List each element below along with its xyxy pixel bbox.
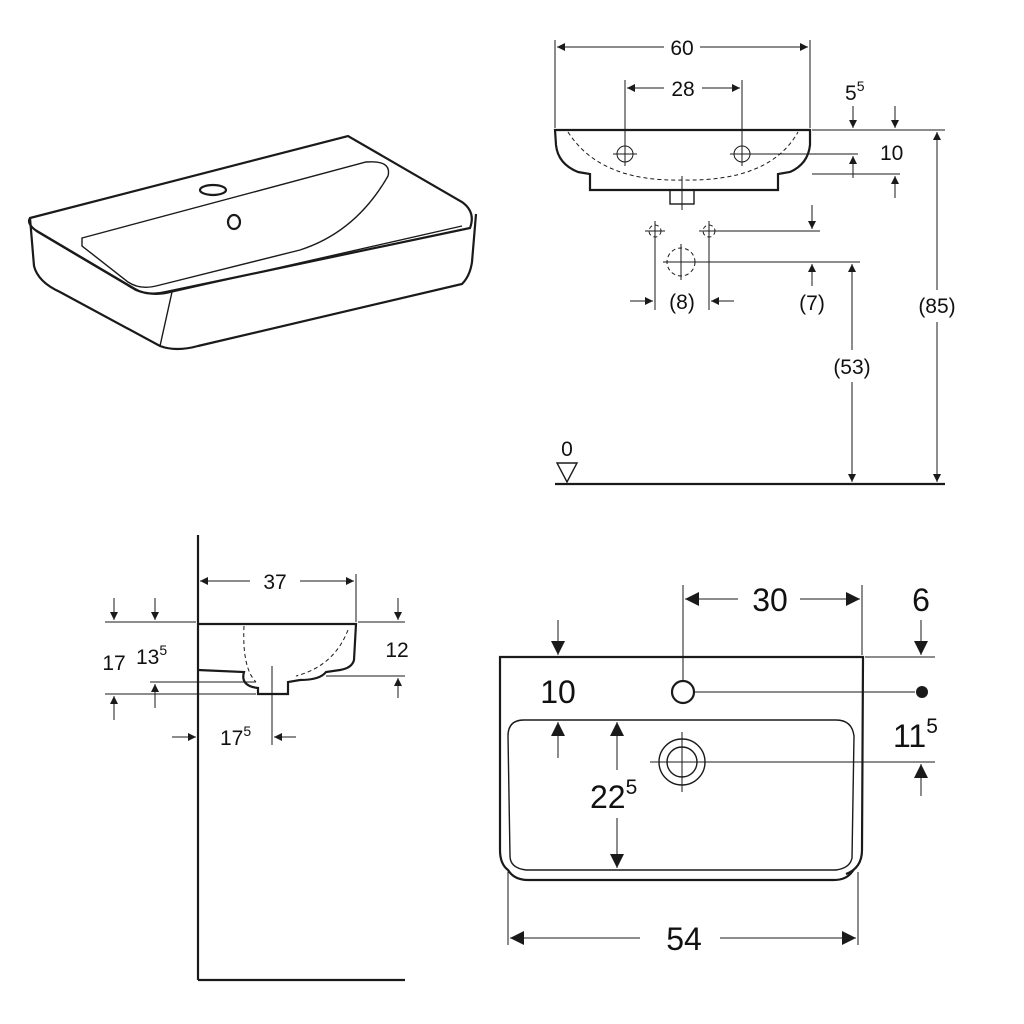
tap-left-icon — [613, 142, 637, 166]
tap-position-left-icon — [645, 221, 665, 241]
dim-rim-height-side: 12 — [385, 639, 408, 662]
dim-top-offset: 6 — [912, 582, 930, 618]
dim-basin-depth: 225 — [590, 776, 637, 815]
waste-top-icon — [650, 732, 714, 792]
dim-tap-from-back: 10 — [540, 674, 576, 710]
dim-rim-height: 10 — [880, 142, 903, 165]
dim-height-outer: 17 — [102, 652, 125, 675]
dim-rim-top: 55 — [845, 78, 865, 105]
dim-waste-offset: 175 — [220, 723, 251, 750]
dim-tap-height: (7) — [799, 292, 825, 315]
top-view: 30 6 115 10 225 54 — [498, 582, 938, 957]
dim-basin-back: 115 — [893, 715, 938, 754]
dim-tap-spacing: 28 — [671, 78, 694, 101]
tap-hole-icon — [198, 183, 228, 197]
perspective-view — [27, 134, 478, 351]
tap-hole-top-icon — [670, 679, 696, 705]
waste-position-icon — [663, 244, 699, 280]
dim-depth: 37 — [263, 571, 286, 594]
dim-tap-spacing-lower: (8) — [669, 291, 695, 314]
floor-level-icon — [555, 462, 579, 484]
dim-floor-level: 0 — [561, 438, 573, 461]
overflow-icon — [226, 213, 242, 231]
front-view: 60 28 55 10 (85) — [553, 37, 956, 486]
overflow-dot-icon — [916, 686, 928, 698]
dim-height-inner: 135 — [136, 642, 167, 669]
side-view: 37 17 135 12 175 — [102, 535, 409, 982]
tap-right-icon — [730, 142, 754, 166]
dim-waste-height: (53) — [833, 356, 870, 379]
dim-tap-to-edge: 30 — [752, 582, 788, 618]
dim-total-height: (85) — [918, 295, 955, 318]
dim-width: 60 — [670, 37, 693, 60]
dim-inner-width: 54 — [666, 921, 702, 957]
